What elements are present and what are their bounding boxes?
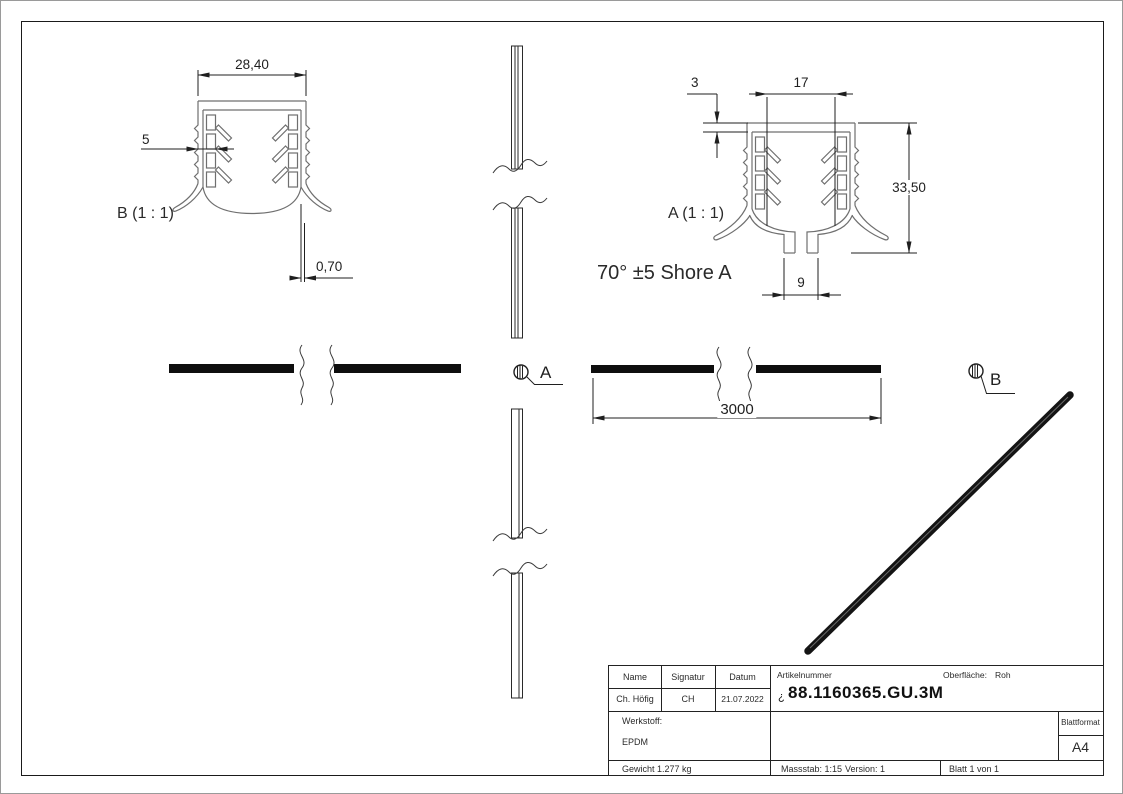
dim-3000: 3000 xyxy=(717,401,757,418)
dimensions-view-b xyxy=(141,70,353,282)
oberflaeche-label: Oberfläche: xyxy=(943,670,987,680)
artikelnummer-value: 88.1160365.GU.3M xyxy=(788,683,944,702)
artikelnummer-label: Artikelnummer xyxy=(777,670,832,680)
version: Version: 1 xyxy=(845,764,886,774)
werkstoff-value: EPDM xyxy=(622,737,649,747)
title-block-line xyxy=(770,666,771,775)
title-block-line xyxy=(940,760,941,775)
blattformat-label: Blattformat xyxy=(1061,718,1100,727)
drawing-frame xyxy=(21,21,1104,776)
header-datum: Datum xyxy=(729,672,756,682)
length-view-right xyxy=(591,346,882,424)
callout-letter-a: A xyxy=(540,363,552,382)
profile-section-b xyxy=(172,100,332,215)
side-view-vertical xyxy=(492,45,548,699)
title-block-line xyxy=(609,760,1103,761)
dimensions-view-a xyxy=(687,91,917,300)
value-signatur: CH xyxy=(681,694,695,704)
title-block-line xyxy=(609,688,770,689)
isometric-view-rod xyxy=(804,391,1074,655)
value-name: Ch. Höfig xyxy=(616,694,654,704)
title-block-line xyxy=(1058,735,1103,736)
dim-0-70: 0,70 xyxy=(316,259,343,274)
massstab: Massstab: 1:15 xyxy=(781,764,843,774)
title-block: Name Signatur Datum Ch. Höfig CH 21.07.2… xyxy=(608,665,1104,776)
hardness-note: 70° ±5 Shore A xyxy=(597,262,732,284)
view-label-b: B (1 : 1) xyxy=(117,205,174,222)
dim-28-40: 28,40 xyxy=(235,57,269,72)
title-block-line xyxy=(609,711,1103,712)
werkstoff-label: Werkstoff: xyxy=(622,716,663,726)
detail-callout-a xyxy=(513,364,563,385)
value-datum: 21.07.2022 xyxy=(721,694,764,704)
dim-9: 9 xyxy=(797,275,805,290)
profile-section-a xyxy=(713,122,889,254)
view-label-a: A (1 : 1) xyxy=(668,205,725,222)
dim-5: 5 xyxy=(142,132,150,147)
header-signatur: Signatur xyxy=(671,672,705,682)
artikelnummer-prefix: ¿ xyxy=(778,691,785,703)
oberflaeche-value: Roh xyxy=(995,670,1011,680)
length-view-left xyxy=(169,344,461,406)
header-name: Name xyxy=(622,672,647,682)
blattformat-value: A4 xyxy=(1071,739,1090,755)
dim-17: 17 xyxy=(793,75,809,90)
dim-3: 3 xyxy=(691,75,699,90)
gewicht: Gewicht 1.277 kg xyxy=(622,764,692,774)
callout-letter-b: B xyxy=(990,370,1002,389)
dim-33-50: 33,50 xyxy=(889,180,929,195)
detail-callout-b xyxy=(968,363,1015,394)
blatt: Blatt 1 von 1 xyxy=(949,764,1000,774)
